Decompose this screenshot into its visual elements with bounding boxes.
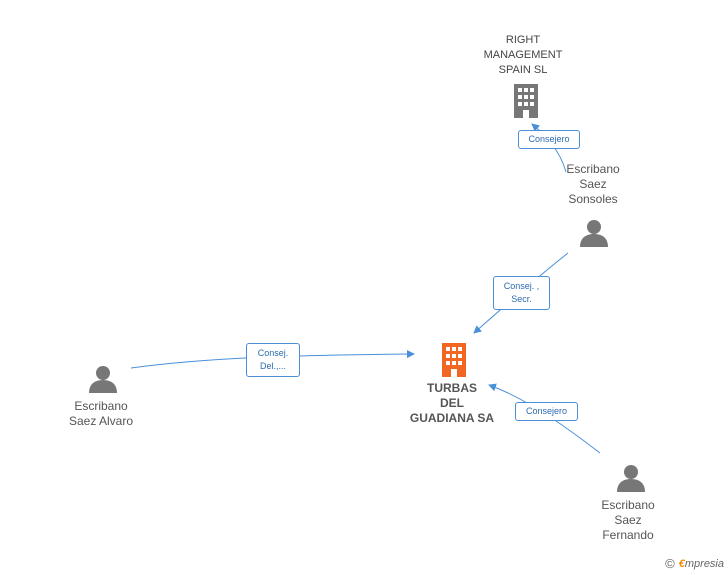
- turbas-label[interactable]: TURBAS DEL GUADIANA SA: [409, 381, 495, 425]
- empresia-brand: © €mpresia: [665, 556, 724, 571]
- edge-label-alvaro-turbas[interactable]: Consej. Del.,...: [246, 343, 300, 377]
- edge-label-sonsoles-right[interactable]: Consejero: [518, 130, 580, 149]
- edge-label-fernando-turbas[interactable]: Consejero: [515, 402, 578, 421]
- sonsoles-label[interactable]: Escribano Saez Sonsoles: [566, 162, 620, 206]
- person-icon[interactable]: [616, 464, 646, 492]
- person-icon[interactable]: [88, 365, 118, 393]
- edge-label-sonsoles-turbas[interactable]: Consej. , Secr.: [493, 276, 550, 310]
- copyright-symbol: ©: [665, 556, 675, 571]
- building-icon[interactable]: [509, 82, 543, 118]
- building-icon[interactable]: [437, 341, 471, 377]
- alvaro-label[interactable]: Escribano Saez Alvaro: [68, 399, 134, 428]
- right-management-label[interactable]: RIGHT MANAGEMENT SPAIN SL: [483, 34, 563, 76]
- person-icon[interactable]: [579, 219, 609, 247]
- brand-initial: €: [678, 557, 685, 570]
- fernando-label[interactable]: Escribano Saez Fernando: [601, 498, 655, 542]
- empresia-logo: €mpresia: [679, 558, 724, 570]
- brand-rest: mpresia: [684, 557, 724, 570]
